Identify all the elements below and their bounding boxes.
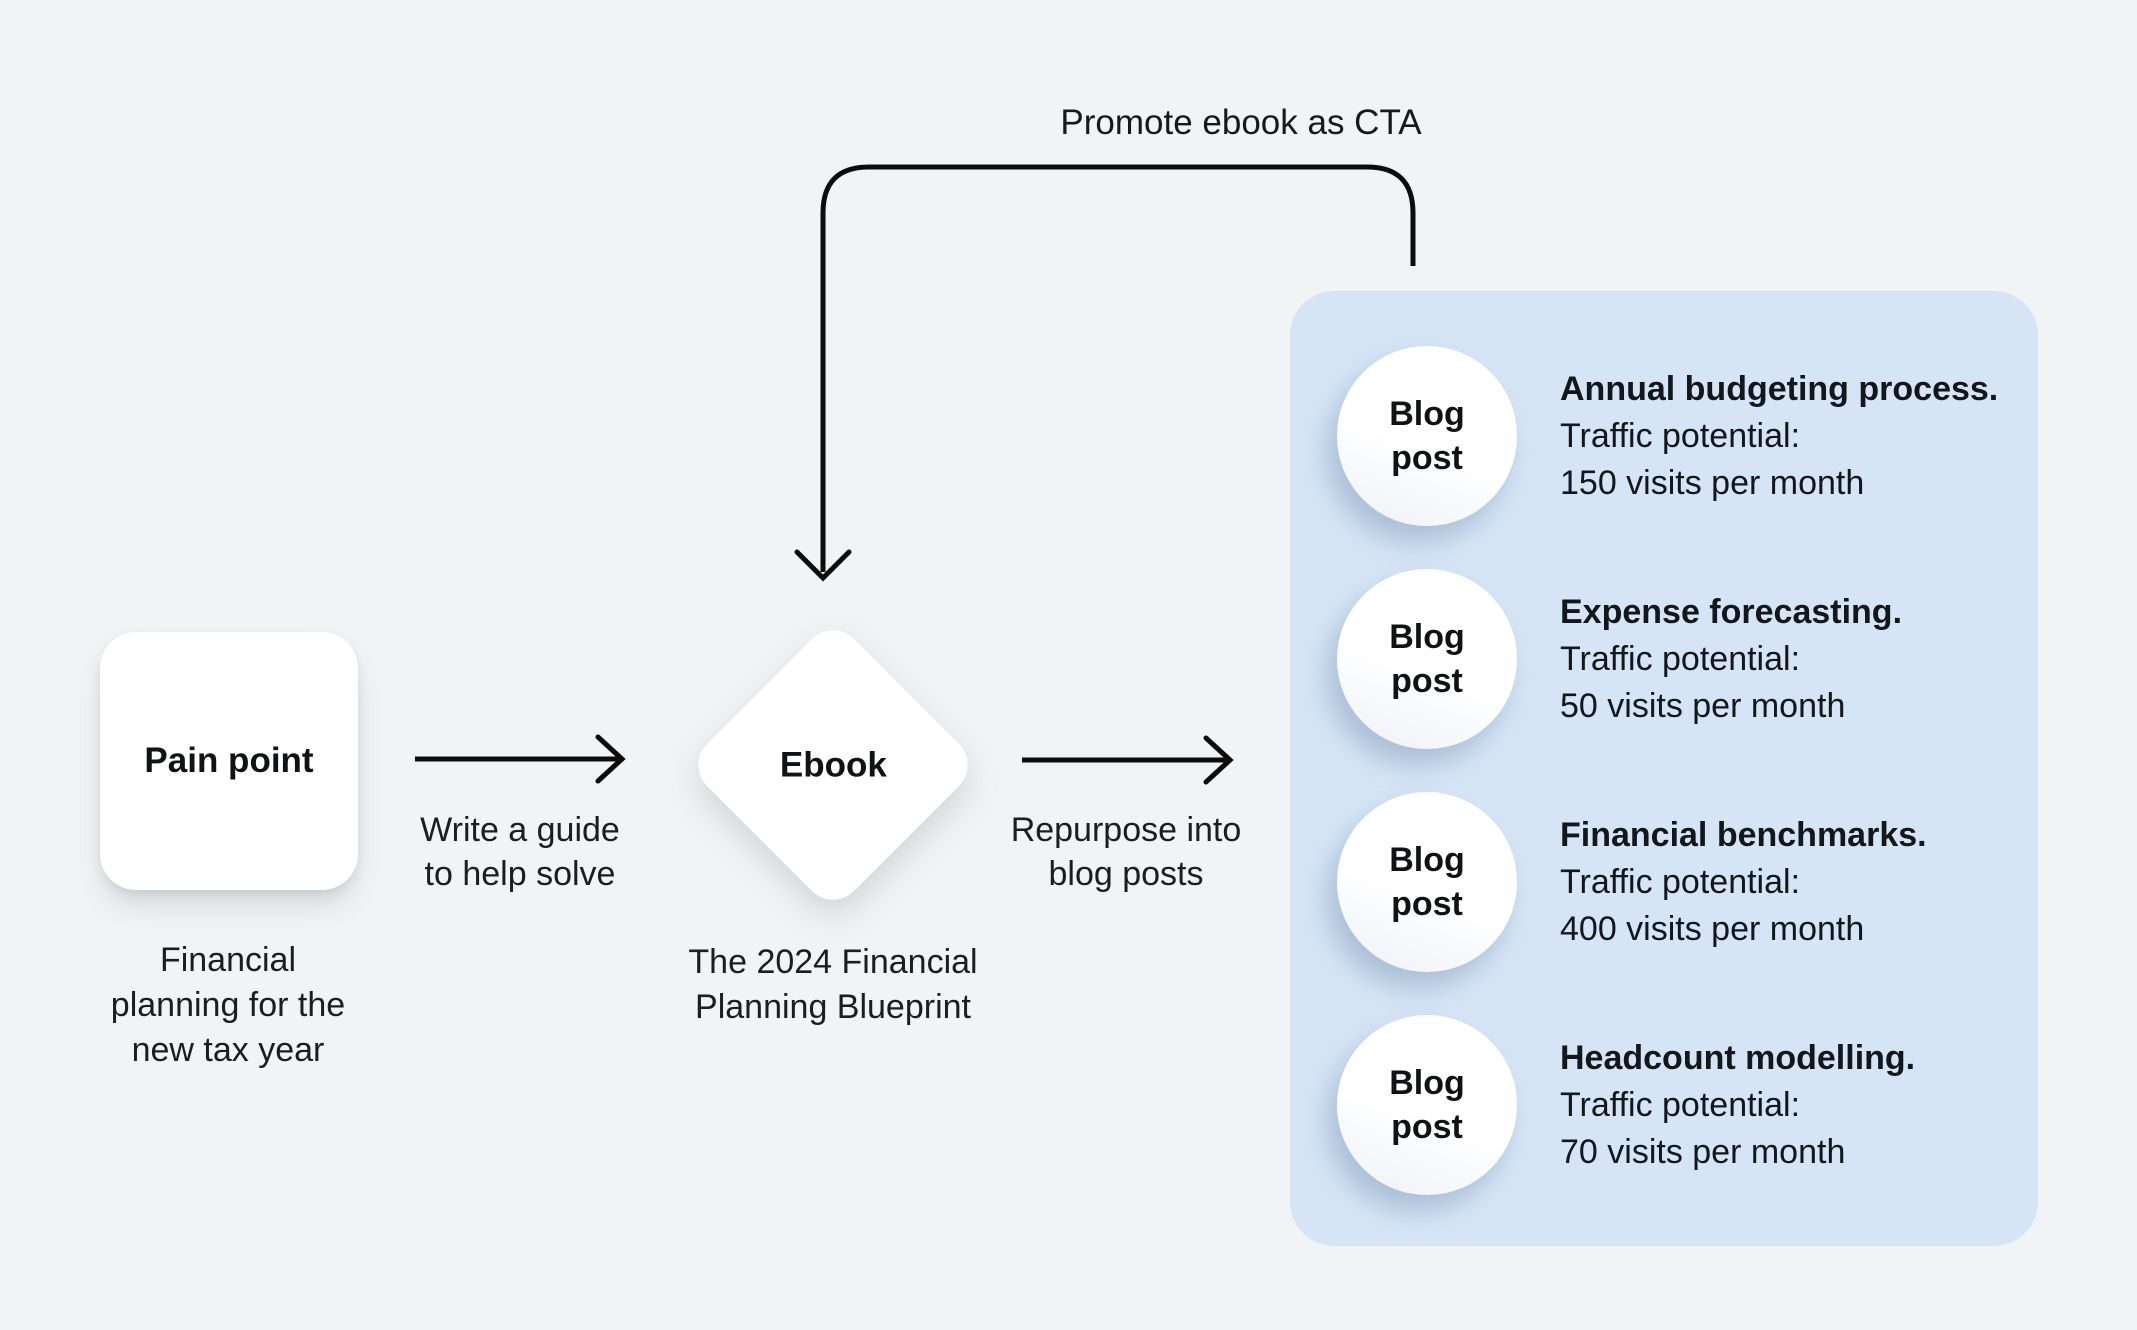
blog-post-traffic-label: Traffic potential: [1560, 639, 1801, 678]
blog-post-title: Expense forecasting. [1560, 592, 1903, 631]
arrow-down-icon [794, 549, 852, 582]
blog-post-badge: Blog post [1337, 1015, 1517, 1195]
ebook-label: Ebook [779, 744, 887, 784]
blog-posts-panel: Blog post Annual budgeting process. Traf… [1290, 291, 2038, 1246]
pain-point-label: Pain point [144, 741, 314, 780]
blog-post-traffic-value: 150 visits per month [1560, 463, 1865, 502]
arrow2-label: Repurpose into blog posts [1010, 811, 1242, 893]
blog-post-text: Annual budgeting process. Traffic potent… [1560, 366, 1998, 507]
blog-post-traffic-value: 50 visits per month [1560, 686, 1846, 725]
blog-post-title: Annual budgeting process. [1560, 369, 1999, 408]
blog-post-text: Headcount modelling. Traffic potential: … [1560, 1035, 1915, 1176]
blog-post-text: Expense forecasting. Traffic potential: … [1560, 589, 1902, 730]
blog-post-row: Blog post Headcount modelling. Traffic p… [1337, 1015, 2038, 1195]
cta-label: Promote ebook as CTA [1060, 103, 1422, 142]
blog-post-row: Blog post Annual budgeting process. Traf… [1337, 346, 2038, 526]
blog-post-badge: Blog post [1337, 792, 1517, 972]
ebook-node: Ebook [685, 617, 981, 913]
pain-point-caption: Financial planning for the new tax year [110, 941, 346, 1069]
blog-post-text: Financial benchmarks. Traffic potential:… [1560, 812, 1927, 953]
cta-curve-connector [820, 164, 1416, 572]
arrow-right-icon [595, 734, 626, 784]
blog-post-traffic-label: Traffic potential: [1560, 416, 1801, 455]
arrow1-label: Write a guide to help solve [420, 811, 620, 893]
blog-post-title: Financial benchmarks. [1560, 815, 1927, 854]
arrow-right-icon [1203, 735, 1234, 785]
pain-point-node: Pain point [100, 632, 358, 890]
blog-post-badge: Blog post [1337, 569, 1517, 749]
ebook-caption: The 2024 Financial Planning Blueprint [688, 943, 978, 1026]
blog-post-badge: Blog post [1337, 346, 1517, 526]
blog-post-traffic-label: Traffic potential: [1560, 1085, 1801, 1124]
blog-post-row: Blog post Financial benchmarks. Traffic … [1337, 792, 2038, 972]
blog-post-traffic-value: 400 visits per month [1560, 909, 1865, 948]
blog-post-title: Headcount modelling. [1560, 1038, 1916, 1077]
ebook-diamond-shape: Ebook [685, 617, 981, 913]
blog-post-traffic-label: Traffic potential: [1560, 862, 1801, 901]
blog-post-row: Blog post Expense forecasting. Traffic p… [1337, 569, 2038, 749]
blog-post-traffic-value: 70 visits per month [1560, 1132, 1846, 1171]
